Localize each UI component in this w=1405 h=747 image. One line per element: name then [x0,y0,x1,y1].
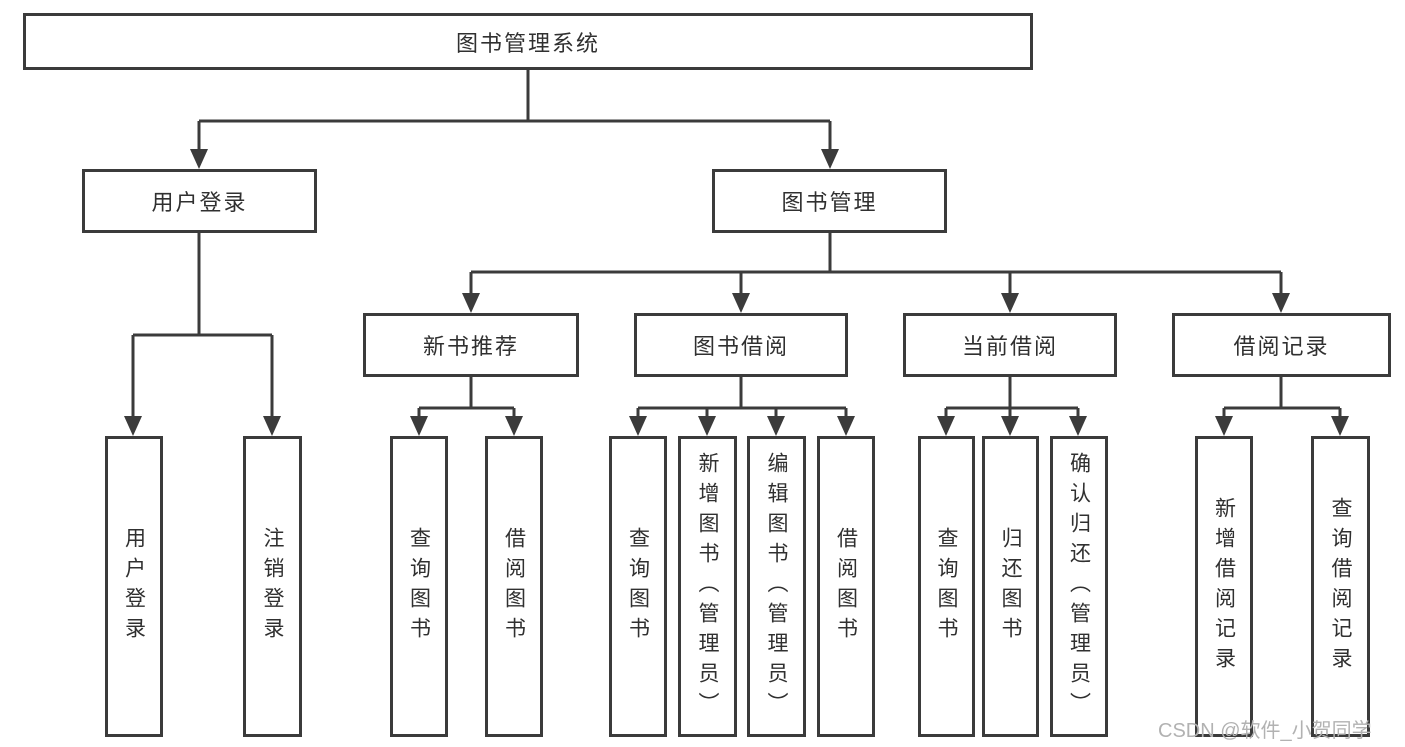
arrowhead-book-mgmt [821,149,839,169]
leaf-cb-query-books-label: 查询图书 [935,526,958,647]
arrowhead-bb-edit [767,416,785,436]
leaf-logout-label: 注销登录 [261,526,284,647]
leaf-bb-query-books: 查询图书 [609,436,667,737]
arrowhead-rec-borrow [505,416,523,436]
leaf-bb-add-books-admin-label: 新增图书（管理员） [696,451,719,722]
leaf-bb-edit-books-admin: 编辑图书（管理员） [747,436,806,737]
connector-new-book-rec-split [417,377,516,418]
leaf-br-query-record-label: 查询借阅记录 [1329,496,1352,677]
leaf-br-add-record: 新增借阅记录 [1195,436,1253,737]
arrowhead-book-borrow [732,293,750,313]
node-root-library-system: 图书管理系统 [23,13,1033,70]
node-borrow-records: 借阅记录 [1172,313,1391,377]
arrowhead-bb-borrow [837,416,855,436]
leaf-rec-query-books-label: 查询图书 [407,526,431,647]
leaf-bb-edit-books-admin-label: 编辑图书（管理员） [765,451,788,722]
arrowhead-cb-return [1001,416,1019,436]
leaf-cb-query-books: 查询图书 [918,436,975,737]
leaf-rec-borrow-books-label: 借阅图书 [502,526,526,647]
arrowhead-bb-query [629,416,647,436]
connector-current-borrow-split [944,377,1080,418]
arrowhead-leaf-logout [263,416,281,436]
leaf-cb-confirm-return-admin-label: 确认归还（管理员） [1067,451,1091,722]
arrowhead-user-login [190,149,208,169]
leaf-bb-borrow-books: 借阅图书 [817,436,875,737]
node-new-book-rec-label: 新书推荐 [422,334,519,359]
leaf-bb-borrow-books-label: 借阅图书 [834,526,858,647]
connector-root-split [197,70,832,151]
leaf-logout: 注销登录 [243,436,302,737]
arrowhead-br-query [1331,416,1349,436]
arrowhead-rec-query [410,416,428,436]
leaf-rec-query-books: 查询图书 [390,436,448,737]
leaf-cb-confirm-return-admin: 确认归还（管理员） [1050,436,1108,737]
leaf-bb-query-books-label: 查询图书 [626,526,650,647]
leaf-user-login: 用户登录 [105,436,163,737]
leaf-bb-add-books-admin: 新增图书（管理员） [678,436,737,737]
arrowhead-current-borrow [1001,293,1019,313]
node-current-borrow: 当前借阅 [903,313,1117,377]
node-user-login: 用户登录 [82,169,317,233]
connector-borrow-records-split [1222,377,1342,418]
node-borrow-records-label: 借阅记录 [1233,334,1330,359]
node-book-borrow-label: 图书借阅 [692,334,789,359]
arrowhead-bb-add [698,416,716,436]
node-root-label: 图书管理系统 [455,30,600,56]
csdn-watermark: CSDN @软件_小贺同学 [1158,720,1372,742]
connector-book-borrow-split [636,377,848,418]
leaf-br-query-record: 查询借阅记录 [1311,436,1370,737]
arrowhead-br-add [1215,416,1233,436]
node-user-login-label: 用户登录 [151,190,248,215]
arrowhead-leaf-user-login [124,416,142,436]
node-new-book-rec: 新书推荐 [363,313,579,377]
node-book-mgmt: 图书管理 [712,169,947,233]
connector-book-mgmt-split [469,233,1283,294]
node-book-borrow: 图书借阅 [634,313,848,377]
leaf-cb-return-books-label: 归还图书 [999,526,1022,647]
arrowhead-borrow-records [1272,293,1290,313]
arrowhead-new-book-rec [462,293,480,313]
leaf-br-add-record-label: 新增借阅记录 [1212,496,1236,677]
arrowhead-cb-confirm [1069,416,1087,436]
connector-user-login-split [131,233,274,418]
node-current-borrow-label: 当前借阅 [961,334,1058,359]
node-book-mgmt-label: 图书管理 [781,190,878,215]
arrowhead-cb-query [937,416,955,436]
leaf-cb-return-books: 归还图书 [982,436,1039,737]
leaf-user-login-label: 用户登录 [122,526,146,647]
leaf-rec-borrow-books: 借阅图书 [485,436,543,737]
